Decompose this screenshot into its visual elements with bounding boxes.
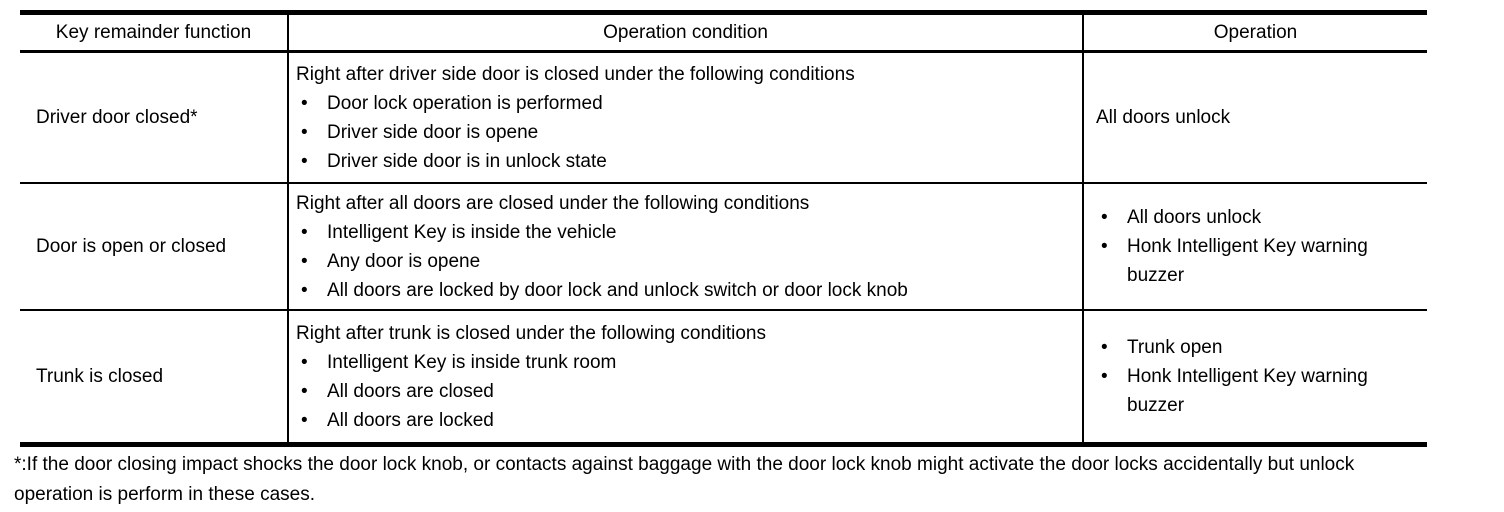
function-label: Driver door closed* — [36, 107, 198, 128]
function-label: Door is open or closed — [36, 236, 227, 257]
bullet-icon: • — [1101, 337, 1108, 358]
function-label: Trunk is closed — [36, 366, 164, 387]
operation-bullet: • All doors unlock — [1096, 203, 1421, 232]
operation-cell-row1: All doors unlock — [1082, 53, 1427, 184]
header-operation-label: Operation — [1213, 22, 1298, 43]
operation-bullet: • Trunk open — [1096, 333, 1421, 362]
condition-bullet: • All doors are locked — [296, 406, 1072, 435]
bullet-icon: • — [301, 279, 308, 301]
key-reminder-table: Key remainder function Operation conditi… — [20, 10, 1427, 447]
operation-bullet: • Honk Intelligent Key warning buzzer — [1096, 362, 1421, 420]
header-function-label: Key remainder function — [55, 22, 252, 43]
condition-bullet: • Driver side door is in unlock state — [296, 147, 1072, 176]
condition-bullet: • All doors are closed — [296, 377, 1072, 406]
bullet-icon: • — [301, 380, 308, 402]
bullet-icon: • — [301, 150, 308, 172]
header-condition-label: Operation condition — [603, 22, 768, 43]
header-cell-function: Key remainder function — [20, 15, 287, 53]
condition-cell-row3: Right after trunk is closed under the fo… — [287, 311, 1082, 442]
bullet-icon: • — [1101, 207, 1108, 228]
condition-bullet: • All doors are locked by door lock and … — [296, 276, 1072, 305]
condition-cell-row2: Right after all doors are closed under t… — [287, 184, 1082, 311]
bullet-icon: • — [301, 221, 308, 243]
condition-bullet: • Intelligent Key is inside the vehicle — [296, 218, 1072, 247]
bullet-icon: • — [301, 351, 308, 373]
bullet-icon: • — [301, 409, 308, 431]
operation-bullet: • Honk Intelligent Key warning buzzer — [1096, 232, 1421, 290]
bullet-icon: • — [1101, 366, 1108, 387]
bullet-icon: • — [1101, 236, 1108, 257]
condition-bullet: • Any door is opene — [296, 247, 1072, 276]
footnote: *:If the door closing impact shocks the … — [14, 454, 1355, 505]
header-cell-condition: Operation condition — [287, 15, 1082, 53]
function-cell-row3: Trunk is closed — [20, 311, 287, 442]
condition-bullet: • Intelligent Key is inside trunk room — [296, 348, 1072, 377]
bullet-icon: • — [301, 121, 308, 143]
condition-cell-row1: Right after driver side door is closed u… — [287, 53, 1082, 184]
bullet-icon: • — [301, 250, 308, 272]
operation-cell-row3: • Trunk open • Honk Intelligent Key warn… — [1082, 311, 1427, 442]
condition-intro: Right after trunk is closed under the fo… — [296, 322, 766, 344]
function-cell-row1: Driver door closed* — [20, 53, 287, 184]
condition-bullet: • Driver side door is opene — [296, 118, 1072, 147]
bullet-icon: • — [301, 92, 308, 114]
function-cell-row2: Door is open or closed — [20, 184, 287, 311]
header-cell-operation: Operation — [1082, 15, 1427, 53]
condition-bullet: • Door lock operation is performed — [296, 89, 1072, 118]
operation-cell-row2: • All doors unlock • Honk Intelligent Ke… — [1082, 184, 1427, 311]
condition-intro: Right after driver side door is closed u… — [296, 63, 855, 85]
operation-text: All doors unlock — [1096, 107, 1231, 128]
condition-intro: Right after all doors are closed under t… — [296, 192, 810, 214]
